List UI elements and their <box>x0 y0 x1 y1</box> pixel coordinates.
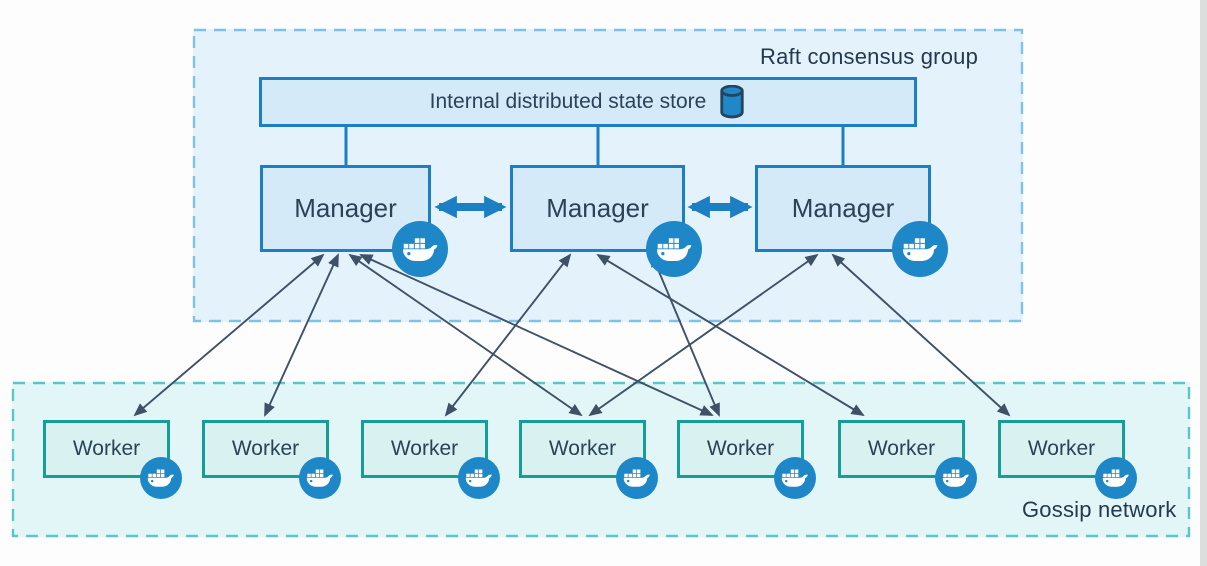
worker-6-box: Worker <box>838 420 977 499</box>
docker-whale-icon <box>942 467 970 489</box>
docker-badge <box>774 457 816 499</box>
worker-4-label: Worker <box>548 437 617 460</box>
docker-badge <box>392 221 448 277</box>
docker-badge <box>458 457 500 499</box>
worker-6-label: Worker <box>867 437 936 460</box>
manager-2-label: Manager <box>546 193 649 223</box>
worker-1-box: Worker <box>43 420 182 499</box>
database-cylinder-icon <box>720 85 744 119</box>
docker-badge <box>140 457 182 499</box>
docker-badge <box>935 457 977 499</box>
worker-1-label: Worker <box>72 437 141 460</box>
state-store-box: Internal distributed state store <box>259 77 917 127</box>
right-edge-strip <box>1200 0 1207 566</box>
worker-3-box: Worker <box>361 420 500 499</box>
docker-whale-icon <box>623 467 651 489</box>
worker-5-box: Worker <box>677 420 816 499</box>
state-store-label: Internal distributed state store <box>429 90 707 113</box>
docker-whale-icon <box>902 235 939 264</box>
manager-3-box: Manager <box>755 165 948 277</box>
worker-5-label: Worker <box>706 437 775 460</box>
docker-badge <box>299 457 341 499</box>
docker-badge <box>646 221 702 277</box>
worker-4-box: Worker <box>519 420 658 499</box>
docker-whale-icon <box>147 467 175 489</box>
manager-1-box: Manager <box>260 165 448 277</box>
worker-7-label: Worker <box>1027 437 1096 460</box>
raft-group-label: Raft consensus group <box>760 44 979 69</box>
worker-7-box: Worker <box>998 420 1137 499</box>
manager-1-label: Manager <box>294 193 397 223</box>
gossip-group-label: Gossip network <box>1022 497 1177 522</box>
docker-whale-icon <box>656 235 693 264</box>
worker-3-label: Worker <box>390 437 459 460</box>
docker-whale-icon <box>402 235 439 264</box>
manager-2-box: Manager <box>510 165 702 277</box>
worker-2-label: Worker <box>231 437 300 460</box>
docker-badge <box>892 221 948 277</box>
docker-badge <box>1095 457 1137 499</box>
docker-whale-icon <box>1102 467 1130 489</box>
docker-whale-icon <box>781 467 809 489</box>
manager-3-label: Manager <box>791 193 895 223</box>
docker-whale-icon <box>306 467 334 489</box>
docker-badge <box>616 457 658 499</box>
worker-2-box: Worker <box>202 420 341 499</box>
docker-whale-icon <box>465 467 493 489</box>
